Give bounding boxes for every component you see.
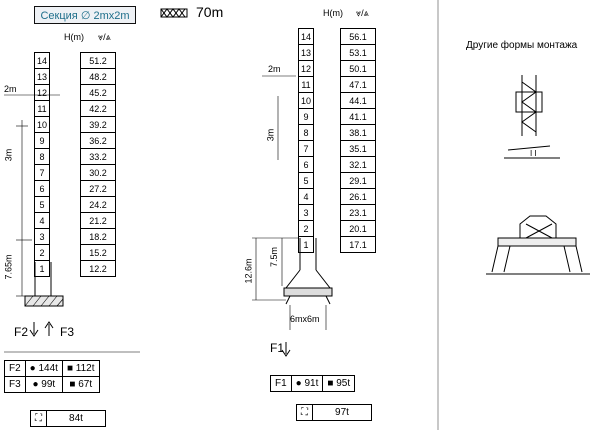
table-row: F3 ● 99t ■ 67t xyxy=(4,376,100,393)
middle-dim-3m: 3m xyxy=(265,128,276,142)
left-weight-table: ⛶84t xyxy=(30,410,106,427)
left-height-table: 51.2 48.2 45.2 42.2 39.2 36.2 33.2 30.2 … xyxy=(80,52,116,277)
right-panel-title: Другие формы монтажа xyxy=(466,40,578,51)
load-name: F1 xyxy=(270,375,292,392)
tower-height-label: 70m xyxy=(196,4,224,20)
middle-dim-126: 12.6m xyxy=(243,258,254,284)
weight-icon: ⛶ xyxy=(296,404,313,421)
section-number: 11 xyxy=(298,76,314,93)
height-value: 53.1 xyxy=(340,44,376,61)
force-label-f1: F1 xyxy=(270,341,285,355)
left-dim-base: 7.65m xyxy=(3,254,14,280)
middle-height-header: H(m) xyxy=(323,8,343,18)
height-value: 24.2 xyxy=(80,196,116,213)
section-number: 8 xyxy=(34,148,50,165)
height-value: 23.1 xyxy=(340,204,376,221)
load-name: F2 xyxy=(4,360,26,377)
height-value: 47.1 xyxy=(340,76,376,93)
section-number: 4 xyxy=(298,188,314,205)
force-label-f2: F2 xyxy=(14,325,29,339)
height-value: 29.1 xyxy=(340,172,376,189)
table-row: F1 ● 91t ■ 95t xyxy=(270,375,356,392)
section-number: 13 xyxy=(34,68,50,85)
section-number: 1 xyxy=(298,236,314,253)
middle-load-table: F1 ● 91t ■ 95t xyxy=(270,375,356,392)
section-number: 13 xyxy=(298,44,314,61)
height-value: 35.1 xyxy=(340,140,376,157)
middle-section-table: 14 13 12 11 10 9 8 7 6 5 4 3 2 1 xyxy=(298,28,314,253)
section-number: 6 xyxy=(34,180,50,197)
height-value: 44.1 xyxy=(340,92,376,109)
middle-height-table: 56.1 53.1 50.1 47.1 44.1 41.1 38.1 35.1 … xyxy=(340,28,376,253)
section-size-label: Секция ∅ 2mx2m xyxy=(34,6,136,24)
weight-icon: ⛶ xyxy=(30,410,47,427)
height-value: 41.1 xyxy=(340,108,376,125)
section-number: 10 xyxy=(298,92,314,109)
height-value: 17.1 xyxy=(340,236,376,253)
section-number: 8 xyxy=(298,124,314,141)
load-name: F3 xyxy=(4,376,26,393)
height-value: 20.1 xyxy=(340,220,376,237)
height-value: 56.1 xyxy=(340,28,376,45)
section-number: 3 xyxy=(298,204,314,221)
section-number: 6 xyxy=(298,156,314,173)
load-value: ● 91t xyxy=(290,375,324,392)
load-value: ● 144t xyxy=(24,360,63,377)
section-number: 12 xyxy=(34,84,50,101)
left-load-table: F2 ● 144t ■ 112t F3 ● 99t ■ 67t xyxy=(4,360,100,393)
load-value: ■ 112t xyxy=(61,360,100,377)
left-height-header: H(m) xyxy=(64,32,84,42)
base-dimension: 6mx6m xyxy=(290,314,320,324)
lattice-icon xyxy=(160,6,188,20)
section-number: 12 xyxy=(298,60,314,77)
table-row: F2 ● 144t ■ 112t xyxy=(4,360,100,377)
section-number: 2 xyxy=(298,220,314,237)
force-label-f3: F3 xyxy=(60,325,75,339)
section-number: 7 xyxy=(298,140,314,157)
middle-weight-table: ⛶97t xyxy=(296,404,372,421)
svg-text:I I: I I xyxy=(530,149,537,158)
section-number: 14 xyxy=(298,28,314,45)
height-value: 50.1 xyxy=(340,60,376,77)
height-value: 38.1 xyxy=(340,124,376,141)
middle-dim-2m: 2m xyxy=(268,64,281,74)
hook-icon: ⩔/⩓ xyxy=(356,8,369,18)
middle-dim-75: 7.5m xyxy=(269,246,280,268)
height-value: 12.2 xyxy=(80,260,116,277)
load-value: ■ 67t xyxy=(61,376,100,393)
left-dim-3m: 3m xyxy=(3,148,14,162)
load-value: ● 99t xyxy=(24,376,63,393)
hook-icon: ⩔/⩓ xyxy=(98,32,111,42)
section-number: 7 xyxy=(34,164,50,181)
section-number: 5 xyxy=(298,172,314,189)
section-number: 9 xyxy=(298,108,314,125)
height-value: 26.1 xyxy=(340,188,376,205)
weight-value: 84t xyxy=(46,410,106,427)
load-value: ■ 95t xyxy=(322,375,356,392)
left-section-table: 14 13 12 11 10 9 8 7 6 5 4 3 2 1 xyxy=(34,52,50,277)
left-dim-2m: 2m xyxy=(4,84,17,94)
weight-value: 97t xyxy=(312,404,372,421)
height-value: 32.1 xyxy=(340,156,376,173)
